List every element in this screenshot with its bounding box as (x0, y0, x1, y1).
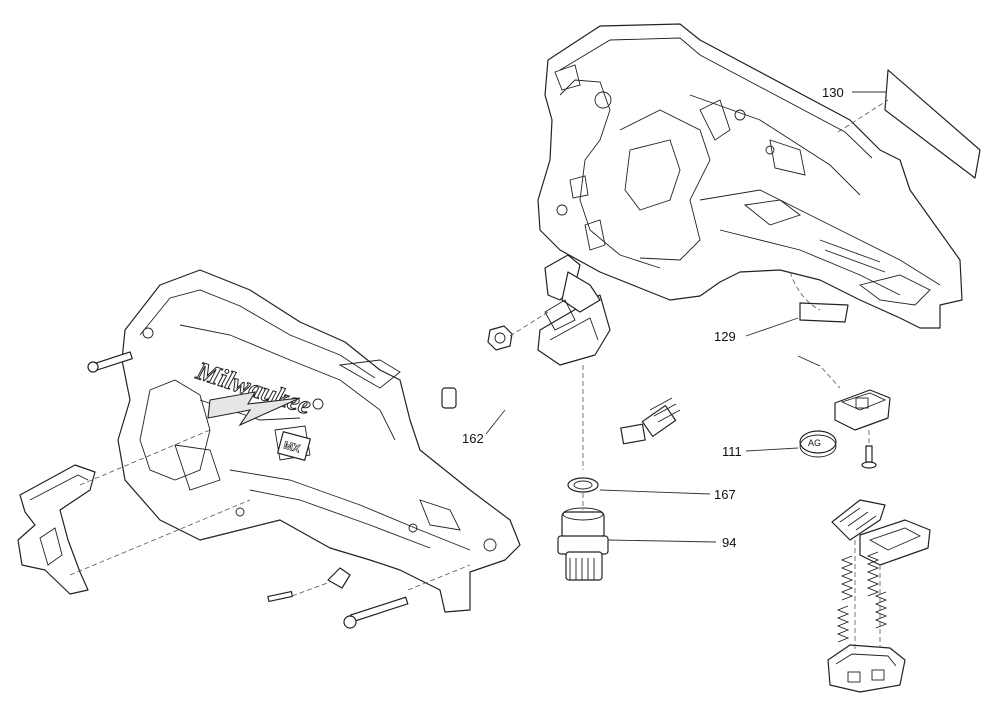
callout-label-129: 129 (714, 329, 736, 344)
callout-label-94: 94 (722, 535, 736, 550)
hose-nut (487, 325, 513, 351)
o-ring-167 (567, 477, 599, 493)
hose-assembly-162 (441, 369, 681, 448)
lightning-mark (207, 391, 301, 427)
callout-label-167: 167 (714, 487, 736, 502)
right-housing-half (537, 23, 963, 329)
contact-block (834, 389, 891, 431)
long-screw (343, 596, 409, 629)
pad-part-129 (799, 302, 849, 323)
callout-129: 129 (714, 317, 799, 344)
sheet-part-130 (884, 69, 981, 179)
coupler-94 (557, 507, 609, 581)
callout-label-111: 111 (722, 444, 742, 459)
mx-badge-text: MX (282, 440, 302, 456)
left-housing-half: Milwaukee MX (117, 269, 521, 613)
coin-battery-111: AG (799, 430, 837, 458)
callout-162: 162 (462, 409, 506, 446)
housing-screw-left (87, 351, 133, 373)
contact-pin (797, 355, 821, 367)
small-screw-right (861, 445, 877, 469)
latch-assembly (827, 499, 931, 693)
small-screw (267, 590, 293, 603)
callout-130: 130 (822, 85, 886, 100)
battery-marking: AG (808, 438, 821, 448)
callout-111: 111 (722, 444, 799, 459)
belt-clip (17, 429, 251, 595)
valve-fitting (537, 254, 611, 366)
callout-label-162: 162 (462, 431, 484, 446)
callout-167: 167 (599, 487, 736, 502)
callout-94: 94 (607, 535, 736, 550)
small-clip (327, 567, 351, 589)
callout-label-130: 130 (822, 85, 844, 100)
